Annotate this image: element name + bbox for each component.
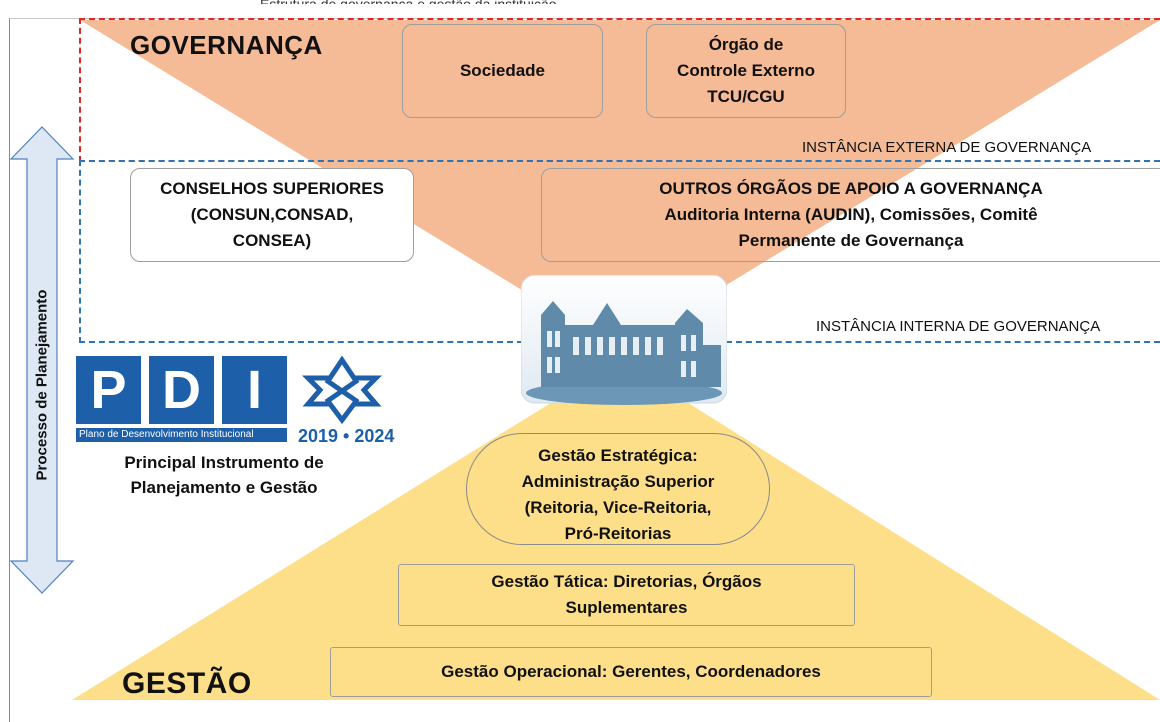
external-control-line-3: TCU/CGU	[707, 87, 785, 106]
internal-instance-label: INSTÂNCIA INTERNA DE GOVERNANÇA	[816, 318, 1101, 335]
operational-management-box: Gestão Operacional: Gerentes, Coordenado…	[330, 647, 932, 697]
management-title: GESTÃO	[122, 667, 252, 700]
institution-building-logo	[521, 275, 727, 405]
strategic-line-3: (Reitoria, Vice-Reitoria,	[524, 498, 712, 517]
councils-line-1: CONSELHOS SUPERIORES	[160, 179, 384, 198]
pdi-logo: P D I Plano de Desenvolvimento Instituci…	[76, 356, 406, 446]
strategic-management-box: Gestão Estratégica: Administração Superi…	[466, 433, 770, 545]
pdi-letter-p: P	[76, 356, 141, 424]
pdi-years: 2019 • 2024	[298, 426, 395, 446]
councils-line-2: (CONSUN,CONSAD,	[190, 205, 354, 224]
society-label: Sociedade	[459, 61, 546, 80]
councils-line-3: CONSEA)	[232, 231, 312, 250]
external-control-line-1: Órgão de	[708, 35, 784, 54]
strategic-line-1: Gestão Estratégica:	[538, 446, 698, 465]
external-control-line-2: Controle Externo	[677, 61, 815, 80]
councils-box: CONSELHOS SUPERIORES (CONSUN,CONSAD, CON…	[130, 168, 414, 262]
pdi-caption: Principal Instrumento de Planejamento e …	[84, 450, 364, 500]
cropped-title: Estrutura de governança e gestão da inst…	[260, 0, 900, 4]
pdi-letter-d: D	[149, 356, 214, 424]
external-instance-label: INSTÂNCIA EXTERNA DE GOVERNANÇA	[802, 139, 1092, 156]
society-box: Sociedade	[402, 24, 603, 118]
pdi-caption-line-2: Planejamento e Gestão	[130, 478, 318, 497]
governance-inverted-triangle	[80, 20, 1160, 350]
star-emblem-icon	[301, 356, 383, 424]
support-line-3: Permanente de Governança	[738, 231, 964, 250]
pdi-caption-line-1: Principal Instrumento de	[124, 453, 324, 472]
pdi-letter-i: I	[222, 356, 287, 424]
tactical-line-1: Gestão Tática: Diretorias, Órgãos	[491, 572, 762, 591]
support-line-2: Auditoria Interna (AUDIN), Comissões, Co…	[664, 205, 1038, 224]
strategic-line-4: Pró-Reitorias	[564, 524, 672, 543]
support-line-1: OUTROS ÓRGÃOS DE APOIO A GOVERNANÇA	[659, 179, 1043, 198]
support-bodies-box: OUTROS ÓRGÃOS DE APOIO A GOVERNANÇA Audi…	[541, 168, 1160, 262]
planning-process-arrow	[9, 126, 75, 594]
planning-process-label: Processo de Planejamento	[33, 289, 51, 481]
strategic-line-2: Administração Superior	[521, 472, 715, 491]
tactical-management-box: Gestão Tática: Diretorias, Órgãos Suplem…	[398, 564, 855, 626]
governance-title: GOVERNANÇA	[130, 30, 323, 60]
pdi-subtitle: Plano de Desenvolvimento Institucional	[76, 428, 287, 442]
external-control-box: Órgão de Controle Externo TCU/CGU	[646, 24, 846, 118]
operational-label: Gestão Operacional: Gerentes, Coordenado…	[441, 662, 821, 681]
management-triangle	[72, 360, 1160, 700]
tactical-line-2: Suplementares	[565, 598, 688, 617]
